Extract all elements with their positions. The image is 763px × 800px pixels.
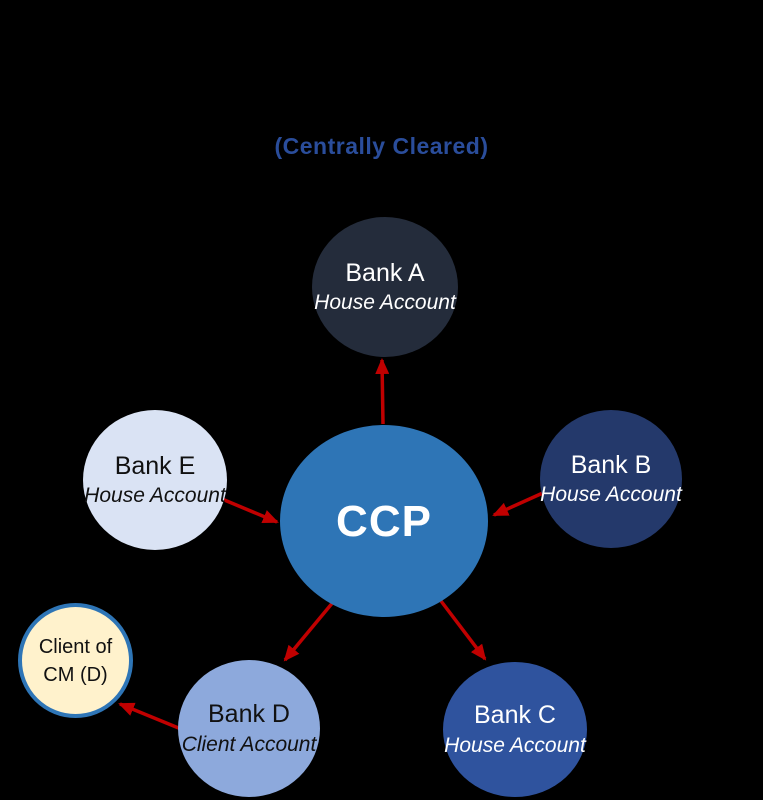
arrow-ccp-to-bank-a [375,358,390,425]
bank-c-name: Bank C [474,701,556,730]
bank-d-account-type: Client Account [181,732,317,756]
ccp-label: CCP [336,496,432,546]
page-title: (Centrally Cleared) [274,133,489,159]
bank-a-account-type: House Account [314,291,456,314]
node-bank-e: Bank E House Account [83,410,227,550]
bank-c-account-type: House Account [444,733,586,757]
bank-b-account-type: House Account [540,483,682,506]
bank-e-name: Bank E [114,451,196,480]
bank-b-name: Bank B [570,450,652,479]
arrow-ccp-to-bank-d [283,599,336,662]
node-bank-a: Bank A House Account [312,217,458,357]
arrow-bank-e-to-ccp [221,497,279,524]
client-label-line2: CM (D) [43,663,108,686]
arrow-bank-b-to-ccp [492,490,546,517]
arrow-ccp-to-bank-c [439,599,487,661]
bank-a-name: Bank A [345,258,425,287]
node-bank-d: Bank D Client Account [178,660,320,797]
node-bank-c: Bank C House Account [443,662,587,797]
node-client-of-cm-d: Client of CM (D) [18,603,133,718]
arrow-bank-d-to-client [118,702,182,731]
node-bank-b: Bank B House Account [540,410,682,548]
bank-e-account-type: House Account [84,484,226,507]
client-label-line1: Client of [38,635,113,658]
bank-d-name: Bank D [208,700,290,729]
node-ccp: CCP [280,425,488,617]
